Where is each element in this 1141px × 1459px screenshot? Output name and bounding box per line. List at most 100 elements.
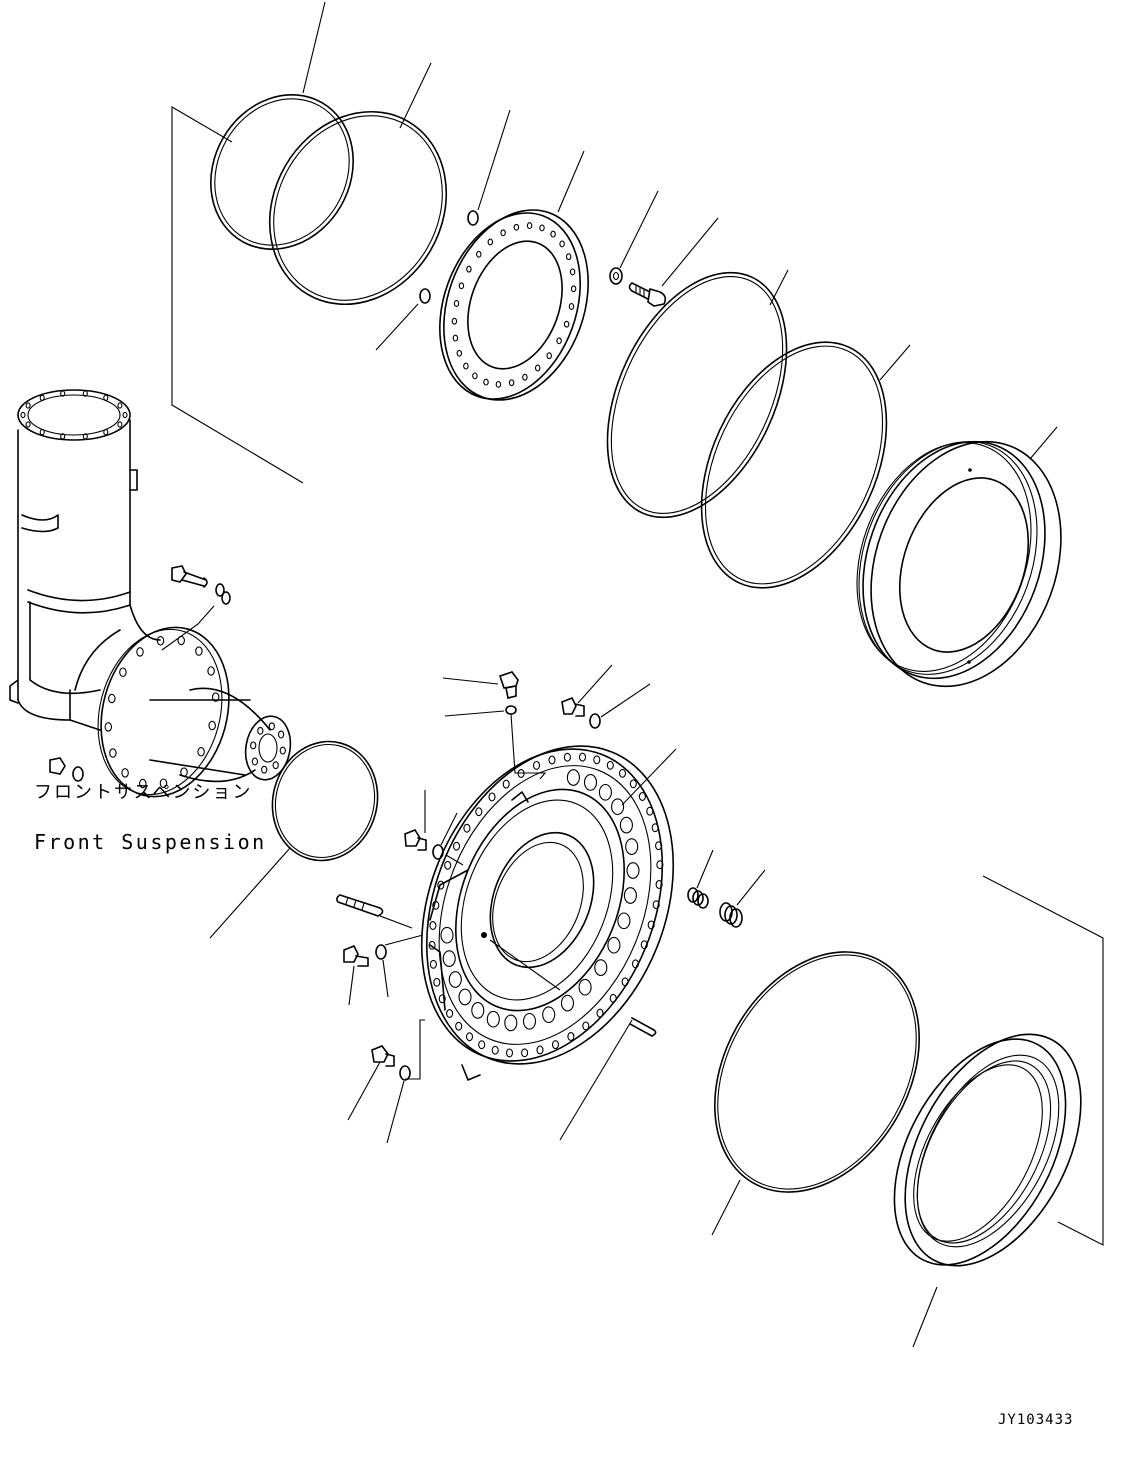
main-outer-hole [432, 900, 440, 910]
housing-top-hole [117, 421, 123, 428]
plate-hole [458, 282, 465, 290]
spindle-hole [279, 746, 286, 755]
housing-bolt [171, 565, 231, 605]
housing-top-hole [122, 411, 128, 419]
spring-small [687, 887, 709, 909]
spindle-hole [277, 730, 285, 739]
plate-hole [483, 378, 489, 386]
plate-hole [513, 223, 520, 231]
drawing-id: JY103433 [998, 1412, 1074, 1428]
spindle-hole [272, 761, 279, 770]
group-bracket-upper [171, 106, 304, 484]
flange-hole [156, 636, 165, 646]
plate-hole [522, 373, 528, 381]
main-outer-hole [638, 792, 646, 801]
housing-top-hole [103, 429, 109, 436]
spindle-hole [250, 741, 257, 750]
main-pocket [594, 959, 608, 976]
front-suspension-housing [9, 389, 292, 798]
o-ring-small-left [419, 288, 431, 304]
main-outer-hole [437, 880, 445, 890]
main-outer-hole [578, 752, 587, 762]
main-outer-hole [593, 755, 601, 765]
bleeder-bolt [343, 944, 387, 967]
main-outer-hole [475, 807, 483, 817]
plate-hole [463, 362, 469, 370]
main-pocket [619, 816, 633, 834]
main-outer-hole [452, 841, 461, 851]
main-outer-hole [655, 841, 663, 851]
plate-hole [539, 224, 545, 232]
main-outer-hole [656, 860, 664, 870]
housing-top-hole [25, 421, 31, 428]
main-outer-hole [646, 806, 654, 816]
plate-hole [500, 229, 506, 237]
main-outer-hole [505, 1048, 514, 1058]
plate-hole [546, 352, 552, 360]
plate-hole [452, 334, 459, 342]
main-pocket [542, 1006, 556, 1024]
main-pocket [442, 950, 456, 967]
plate-hole [451, 317, 458, 325]
main-outer-hole [455, 1021, 463, 1031]
plate-hole [456, 349, 463, 357]
seal-retainer-right [893, 1033, 1082, 1267]
main-outer-hole [465, 1032, 474, 1042]
main-outer-hole [655, 880, 663, 889]
main-outer-hole [621, 977, 629, 987]
main-pocket [626, 862, 640, 879]
flange-hole [108, 693, 116, 704]
friction-ring-right [856, 440, 1062, 688]
main-outer-hole [491, 1045, 499, 1055]
plate-hole [556, 337, 562, 345]
main-pocket [625, 838, 639, 855]
spindle-hole [268, 722, 275, 731]
housing-top-hole [60, 390, 66, 397]
main-pocket [440, 926, 454, 944]
group-bracket-right [982, 875, 1104, 1246]
main-pocket [583, 774, 598, 791]
washer-upper [609, 267, 623, 285]
flange-hole [136, 647, 144, 657]
main-outer-hole [444, 860, 452, 870]
flange [97, 626, 230, 798]
plate-hole [568, 303, 575, 310]
spring-large [719, 902, 743, 928]
plate-hole [495, 380, 502, 388]
spindle-hole [251, 757, 259, 766]
main-pocket [560, 994, 575, 1012]
main-pocket [522, 1012, 537, 1030]
o-ring-large-left [271, 740, 379, 862]
main-outer-hole [446, 1009, 454, 1018]
housing-top-hole [20, 411, 26, 419]
main-outer-hole [502, 779, 510, 789]
housing-top-hole [82, 390, 88, 397]
plug-top-right [561, 696, 601, 729]
housing-top-hole [103, 394, 109, 401]
main-outer-hole [640, 940, 648, 950]
main-outer-hole [429, 921, 437, 930]
main-pocket [617, 912, 631, 930]
reference-label-en: Front Suspension [34, 830, 267, 854]
perforated-plate [439, 209, 589, 401]
plate-hole [534, 364, 541, 372]
main-outer-hole [551, 1040, 560, 1050]
main-outer-hole [536, 1045, 544, 1055]
housing-top-hole [39, 429, 45, 436]
main-pocket [578, 978, 592, 996]
seal-ring-right-1 [606, 271, 788, 519]
main-outer-hole [428, 940, 436, 950]
main-outer-hole [652, 900, 660, 910]
main-outer-hole [521, 1048, 529, 1058]
main-pocket [623, 887, 637, 904]
main-pocket [504, 1014, 518, 1032]
main-outer-hole [548, 755, 556, 765]
main-outer-hole [606, 760, 614, 770]
main-outer-hole [567, 1032, 575, 1041]
main-pocket [486, 1010, 500, 1028]
housing-nut [49, 757, 84, 782]
flange-hole [119, 667, 127, 677]
main-outer-hole [596, 1008, 604, 1018]
plate-hole [466, 265, 472, 273]
